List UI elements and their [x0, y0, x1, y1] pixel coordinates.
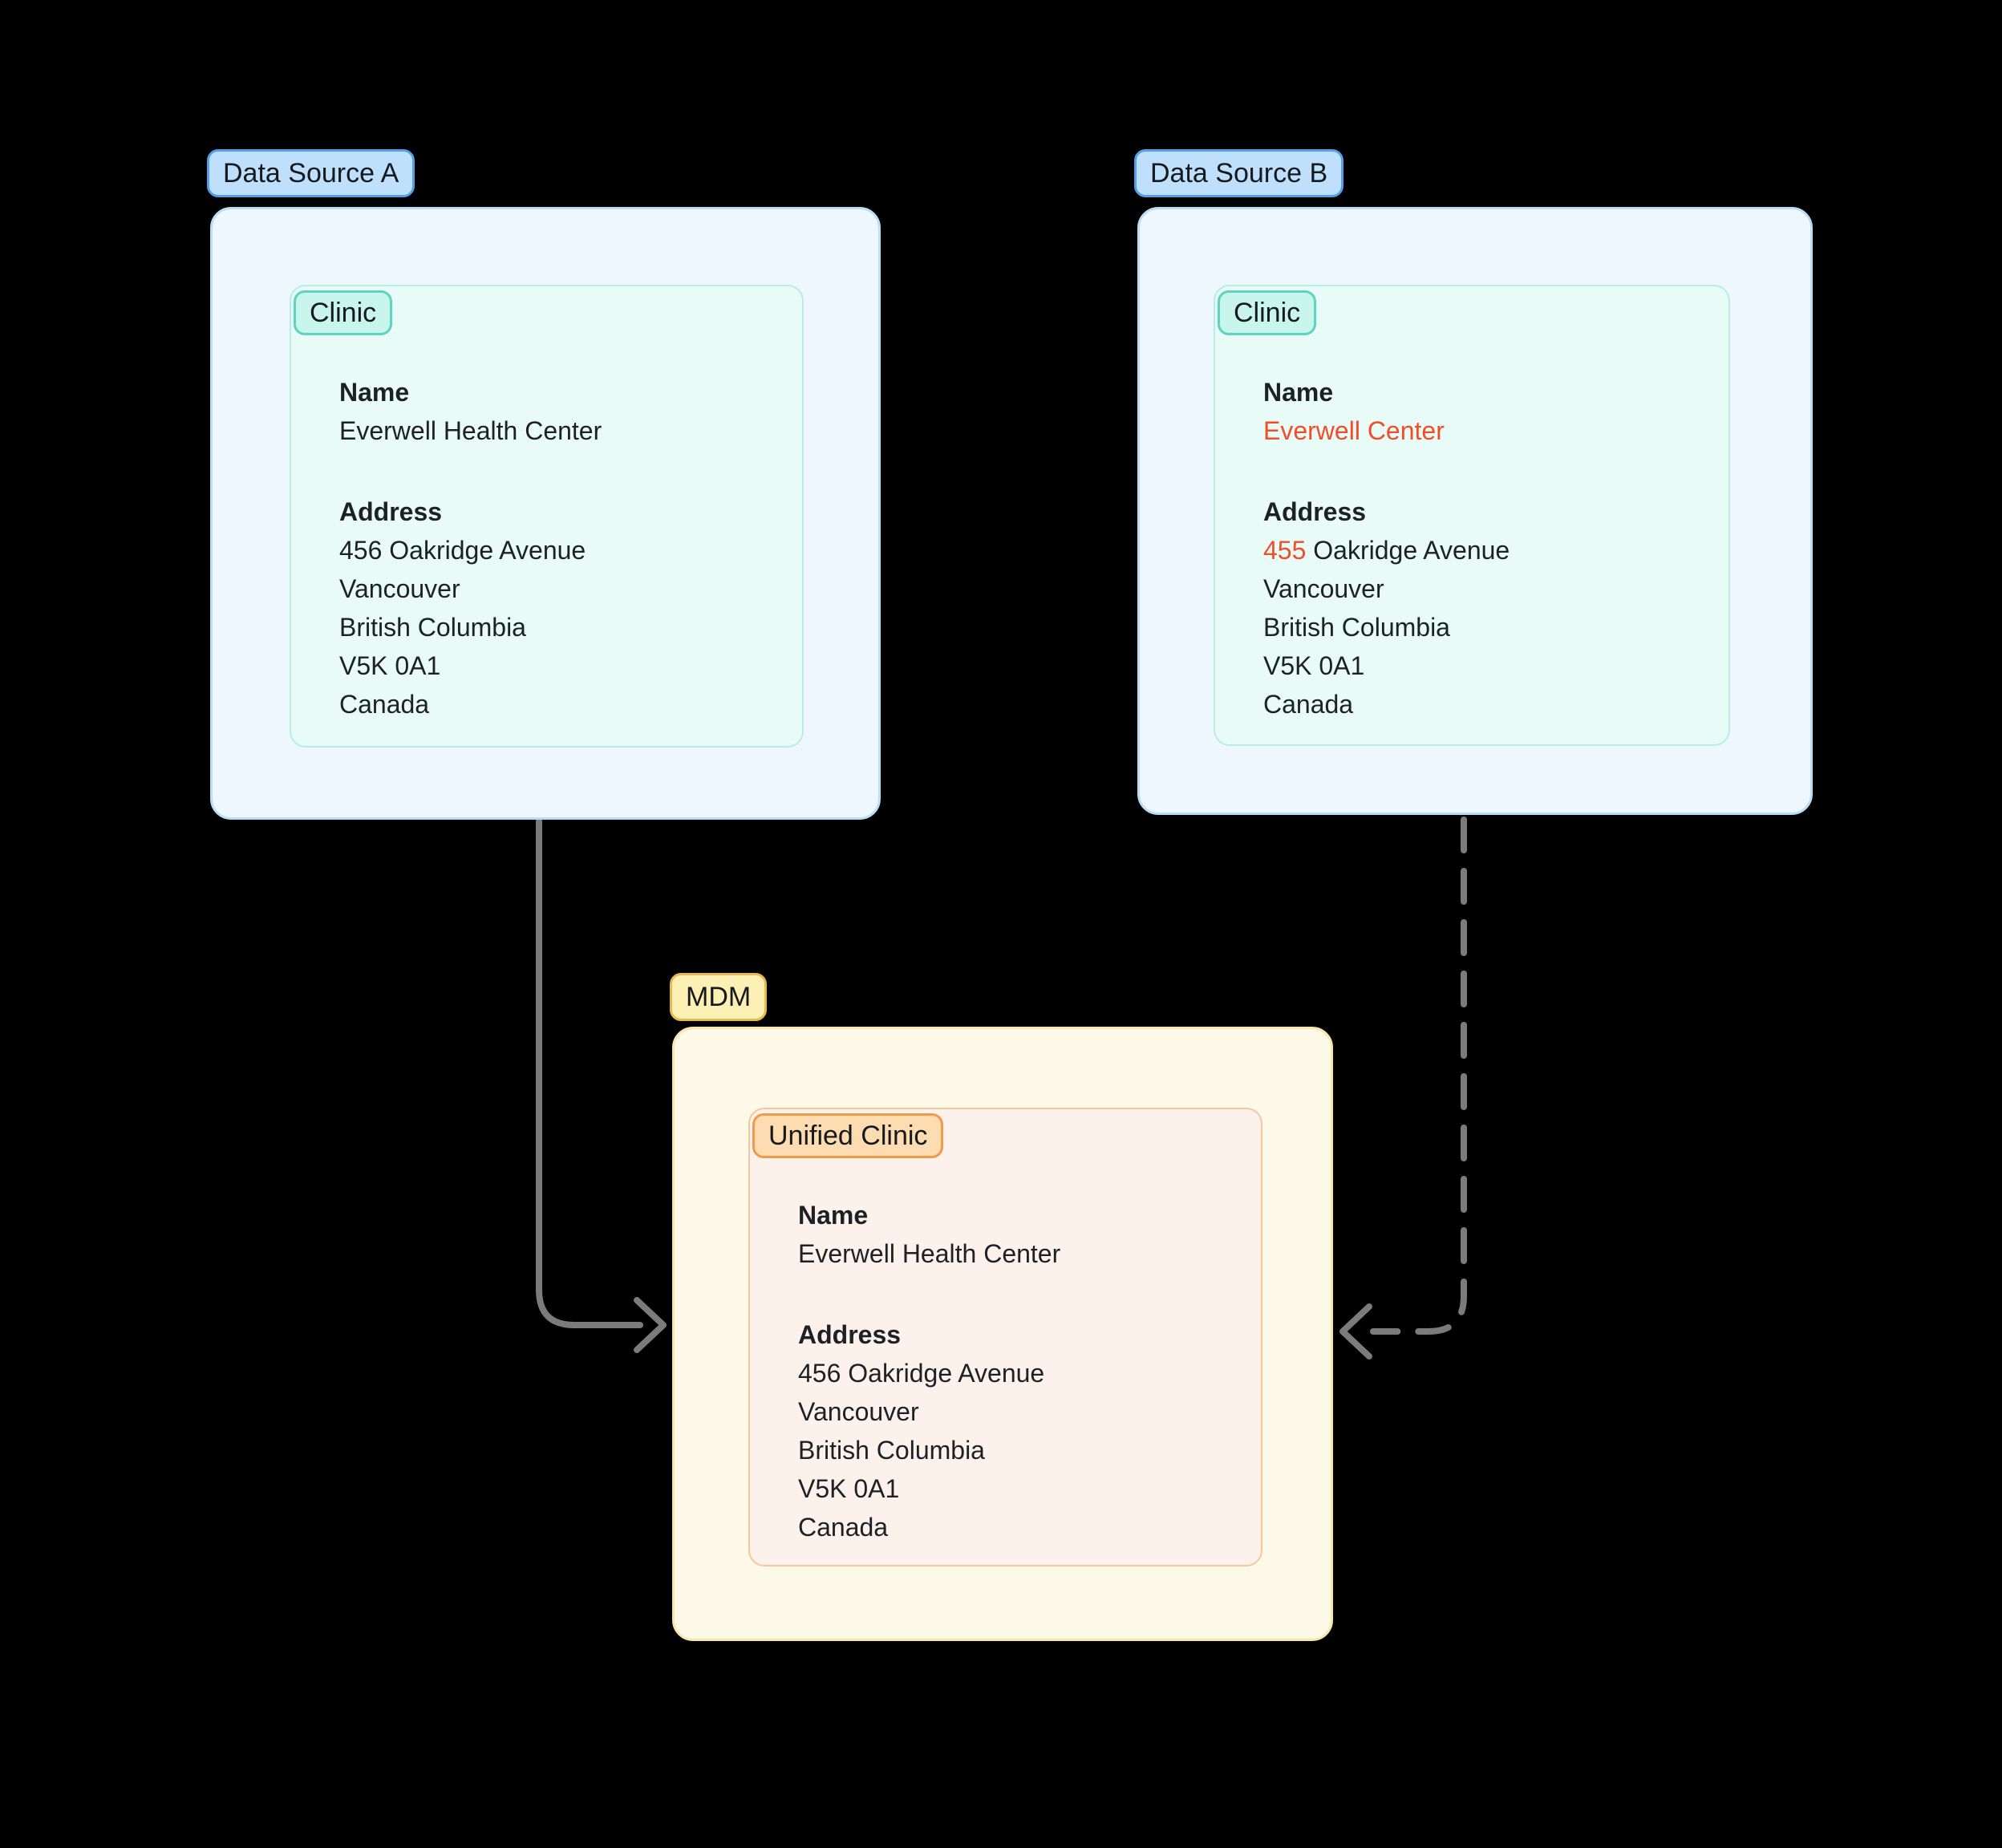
address-field-label: Address [1263, 497, 1367, 526]
data-source-b-box: Clinic Name Everwell Center Address 455 … [1137, 207, 1813, 815]
name-field-label: Name [798, 1201, 869, 1230]
name-field-label: Name [1263, 378, 1334, 407]
address-line: Vancouver [1263, 574, 1384, 603]
data-source-a-label: Data Source A [207, 149, 415, 197]
street-number-conflict: 455 [1263, 536, 1307, 565]
source-a-arrow-line [536, 818, 643, 1328]
name-field-value: Everwell Health Center [798, 1239, 1061, 1268]
address-line: British Columbia [798, 1436, 985, 1465]
source-b-arrowhead-icon [1339, 1303, 1372, 1360]
address-field-label: Address [798, 1320, 902, 1349]
address-line: Vancouver [798, 1397, 919, 1426]
clinic-b-content: Name Everwell Center Address 455 Oakridg… [1263, 373, 1704, 723]
clinic-a-content: Name Everwell Health Center Address 456 … [339, 373, 778, 723]
address-line-conflict: 455 Oakridge Avenue [1263, 531, 1704, 569]
source-a-arrowhead-icon [634, 1297, 667, 1353]
source-b-arrow-line [1370, 817, 1467, 1335]
street-rest: Oakridge Avenue [1306, 536, 1510, 565]
address-field-label: Address [339, 497, 443, 526]
address-line: V5K 0A1 [339, 651, 441, 680]
address-line: 456 Oakridge Avenue [339, 536, 586, 565]
address-line: Canada [339, 690, 430, 719]
clinic-card-b: Clinic Name Everwell Center Address 455 … [1214, 285, 1730, 746]
address-line: British Columbia [339, 613, 526, 642]
address-line: V5K 0A1 [798, 1474, 900, 1503]
mdm-label: MDM [670, 973, 768, 1021]
unified-clinic-tag: Unified Clinic [752, 1113, 944, 1158]
data-source-a-box: Clinic Name Everwell Health Center Addre… [210, 207, 881, 820]
unified-clinic-card: Unified Clinic Name Everwell Health Cent… [748, 1108, 1262, 1566]
address-line: 456 Oakridge Avenue [798, 1359, 1045, 1388]
data-source-b-label: Data Source B [1134, 149, 1344, 197]
clinic-card-a: Clinic Name Everwell Health Center Addre… [290, 285, 804, 748]
address-line: Canada [1263, 690, 1354, 719]
name-field-label: Name [339, 378, 410, 407]
name-field-value: Everwell Health Center [339, 416, 602, 445]
address-line: British Columbia [1263, 613, 1450, 642]
address-line: V5K 0A1 [1263, 651, 1365, 680]
clinic-tag-a: Clinic [294, 290, 393, 335]
clinic-tag-b: Clinic [1218, 290, 1317, 335]
address-line: Vancouver [339, 574, 460, 603]
name-field-value-conflict: Everwell Center [1263, 416, 1445, 445]
mdm-box: Unified Clinic Name Everwell Health Cent… [672, 1027, 1333, 1641]
address-line: Canada [798, 1513, 889, 1542]
unified-clinic-content: Name Everwell Health Center Address 456 … [798, 1196, 1237, 1546]
